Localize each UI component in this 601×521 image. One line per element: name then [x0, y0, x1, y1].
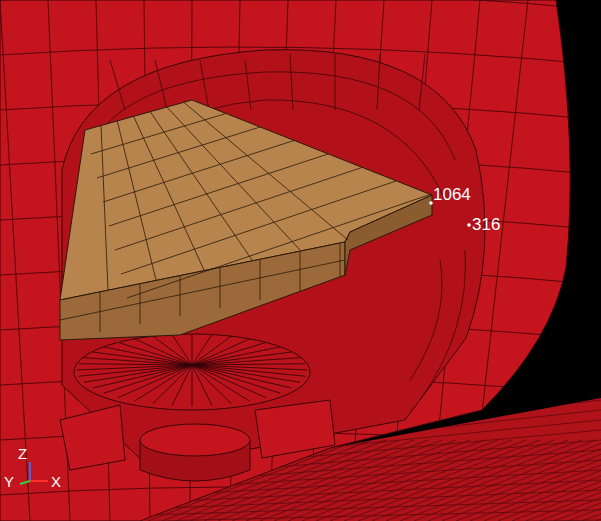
- axis-label: Y: [4, 474, 14, 489]
- axis-label: X: [51, 474, 61, 489]
- shell-mesh: [0, 0, 570, 521]
- node-id-label: 316: [472, 216, 500, 233]
- axis-label: Z: [18, 446, 27, 461]
- node-id-label: 1064: [433, 186, 471, 203]
